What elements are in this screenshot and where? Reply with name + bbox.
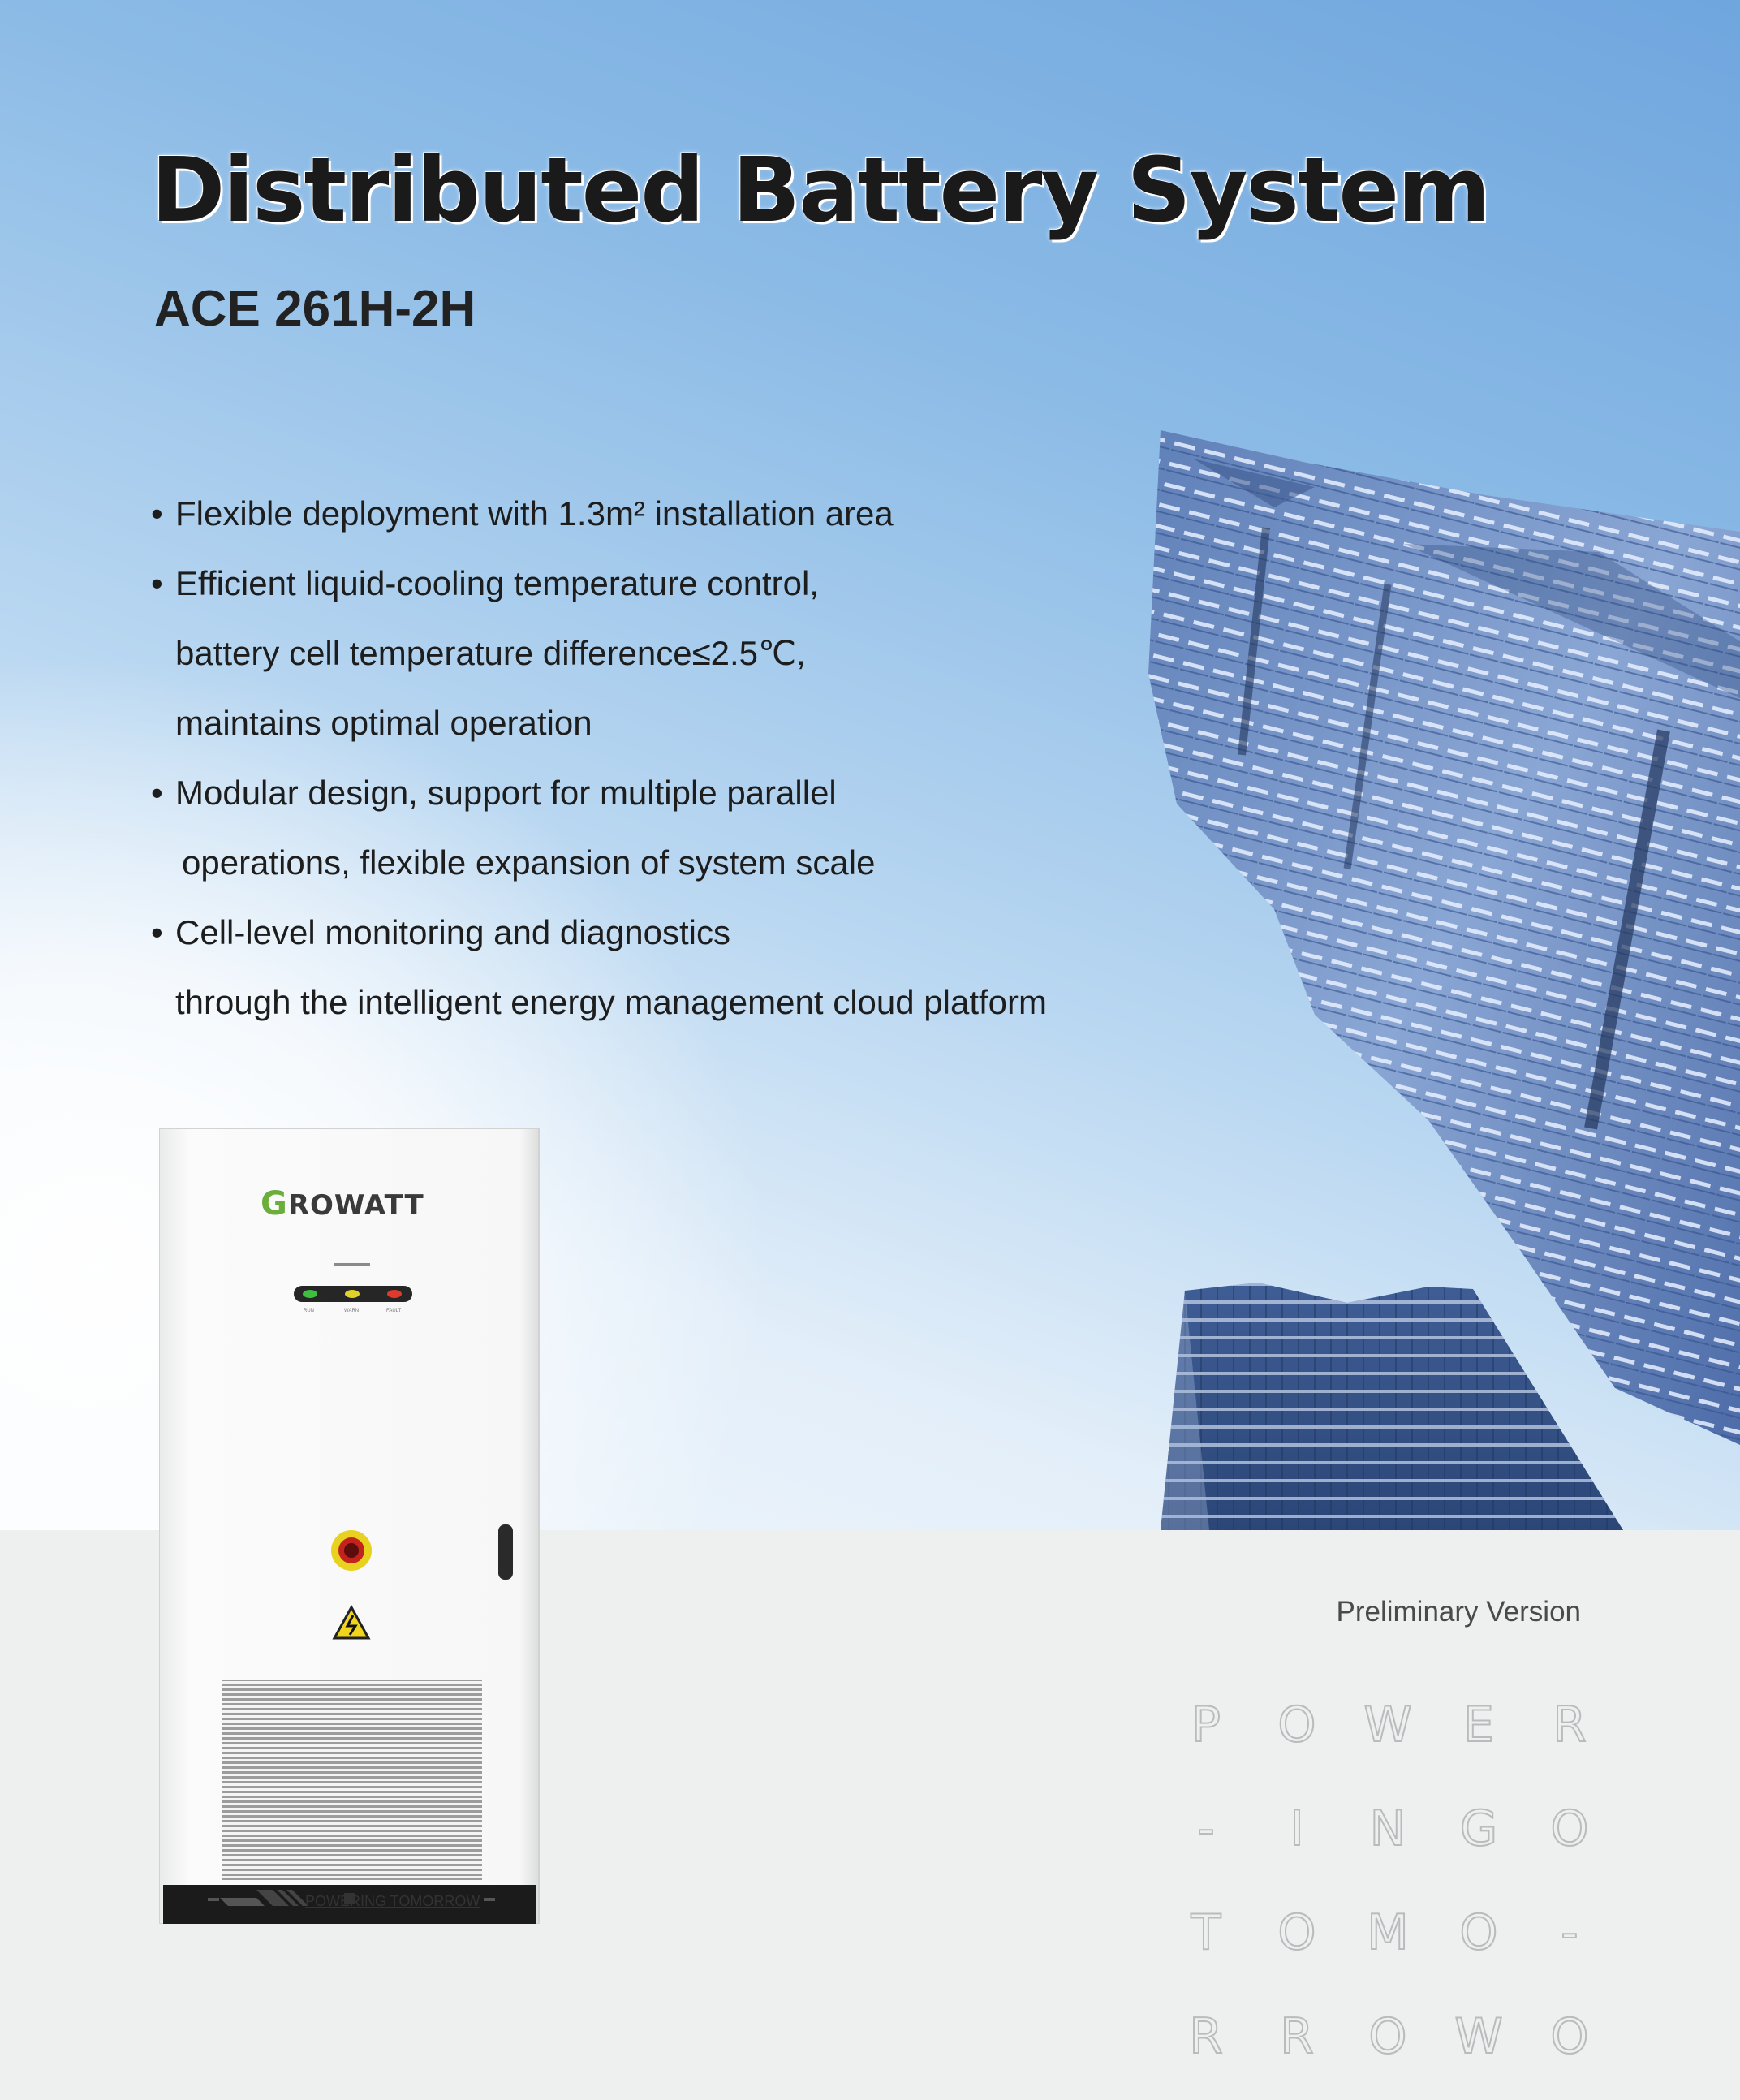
feature-list: •Flexible deployment with 1.3m² installa…: [151, 479, 1206, 1037]
slogan-letter: R: [1279, 2007, 1315, 2066]
slogan-letter: W: [1363, 1696, 1412, 1754]
slogan-letter-grid: P O W E R - I N G O T O M O - R R O W O: [1161, 1684, 1599, 2100]
glass-skyscraper-image: [1148, 430, 1740, 1445]
slogan-letter: O: [1458, 1904, 1498, 1962]
status-leds: [303, 1290, 402, 1298]
page-title: Distributed Battery System: [151, 138, 1491, 242]
led-warn: [345, 1290, 360, 1298]
slogan-letter: M: [1366, 1904, 1410, 1962]
model-number: ACE 261H-2H: [154, 281, 476, 337]
slogan-letter: R: [1188, 2007, 1224, 2066]
slogan-letter: O: [1549, 2007, 1589, 2066]
version-label: Preliminary Version: [1336, 1596, 1582, 1628]
bullet: •: [151, 913, 163, 951]
feature-item: •Modular design, support for multiple pa…: [151, 758, 1206, 828]
slogan-letter: G: [1459, 1800, 1499, 1858]
feature-item: •Cell-level monitoring and diagnostics: [151, 898, 1206, 968]
slogan-letter: O: [1277, 1696, 1316, 1754]
slogan-letter: -: [1196, 1800, 1216, 1858]
slogan-letter: N: [1369, 1800, 1407, 1858]
slogan-letter: W: [1454, 2007, 1503, 2066]
slogan-letter: I: [1289, 1800, 1305, 1858]
slogan-letter: -: [1560, 1904, 1579, 1962]
slogan-letter: P: [1191, 1696, 1221, 1754]
led-label-warn: WARN: [344, 1309, 360, 1313]
growatt-logo: GROWATT: [261, 1185, 424, 1222]
office-tower-image: [1161, 1283, 1623, 1530]
cabinet-slogan: POWERING TOMORROW: [305, 1893, 480, 1909]
bullet: •: [151, 774, 163, 812]
slogan-letter: O: [1367, 2007, 1407, 2066]
cabinet-body: [159, 1128, 540, 1924]
feature-item: •Flexible deployment with 1.3m² installa…: [151, 479, 1206, 549]
bullet: •: [151, 494, 163, 533]
led-label-fault: FAULT: [386, 1309, 402, 1313]
feature-item: •Efficient liquid-cooling temperature co…: [151, 549, 1206, 619]
feature-item-continued: battery cell temperature difference≤2.5℃…: [175, 634, 806, 672]
bullet: •: [151, 564, 163, 602]
slogan-letter: O: [1277, 1904, 1316, 1962]
slogan-letter: E: [1462, 1696, 1495, 1754]
led-run: [303, 1290, 317, 1298]
slogan-letter: R: [1552, 1696, 1587, 1754]
led-fault: [387, 1290, 402, 1298]
slogan-letter: O: [1549, 1800, 1589, 1858]
feature-item-continued: operations, flexible expansion of system…: [182, 843, 876, 882]
feature-item-continued: through the intelligent energy managemen…: [175, 983, 1047, 1021]
slogan-letter: T: [1191, 1904, 1222, 1962]
battery-cabinet-image: GROWATT RUN WARN FAULT POWERING TOMORROW: [159, 1128, 541, 1924]
feature-item-continued: maintains optimal operation: [175, 704, 592, 742]
led-label-run: RUN: [304, 1309, 314, 1313]
